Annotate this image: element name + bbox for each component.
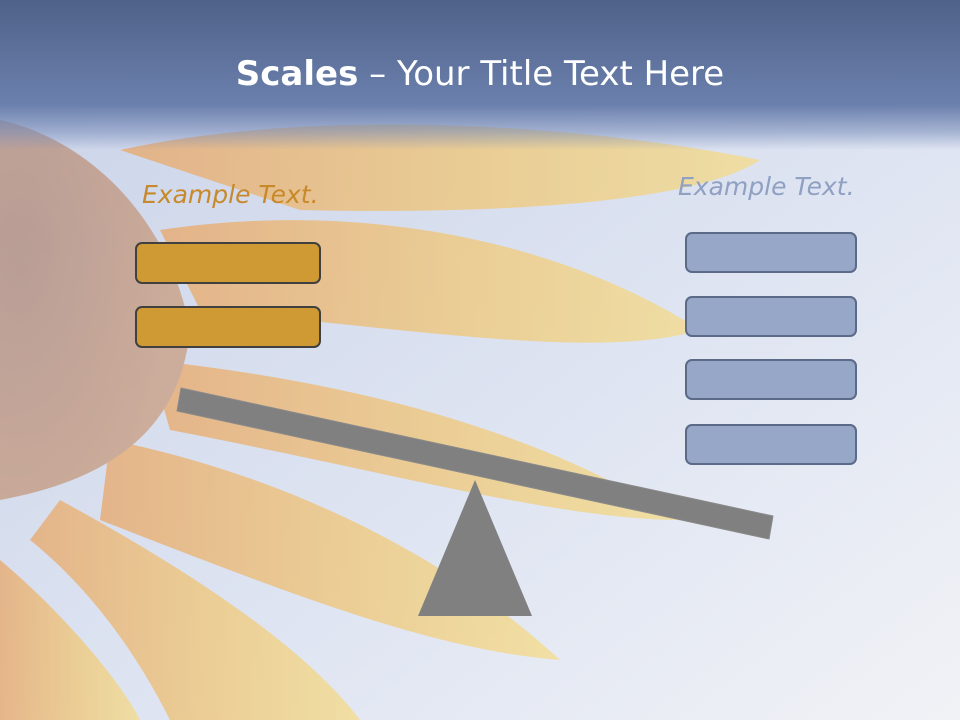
title-band	[0, 0, 960, 150]
left-box-1	[135, 242, 321, 284]
title-rest: – Your Title Text Here	[358, 54, 725, 94]
right-box-4	[685, 424, 857, 465]
slide-title: Scales – Your Title Text Here	[0, 52, 960, 96]
right-example-text: Example Text.	[678, 172, 855, 201]
right-box-1	[685, 232, 857, 273]
scale-beam	[176, 387, 774, 540]
right-box-2	[685, 296, 857, 337]
left-box-2	[135, 306, 321, 348]
scale-fulcrum	[418, 480, 532, 616]
left-example-text: Example Text.	[142, 180, 319, 209]
right-box-3	[685, 359, 857, 400]
title-bold: Scales	[235, 54, 359, 94]
